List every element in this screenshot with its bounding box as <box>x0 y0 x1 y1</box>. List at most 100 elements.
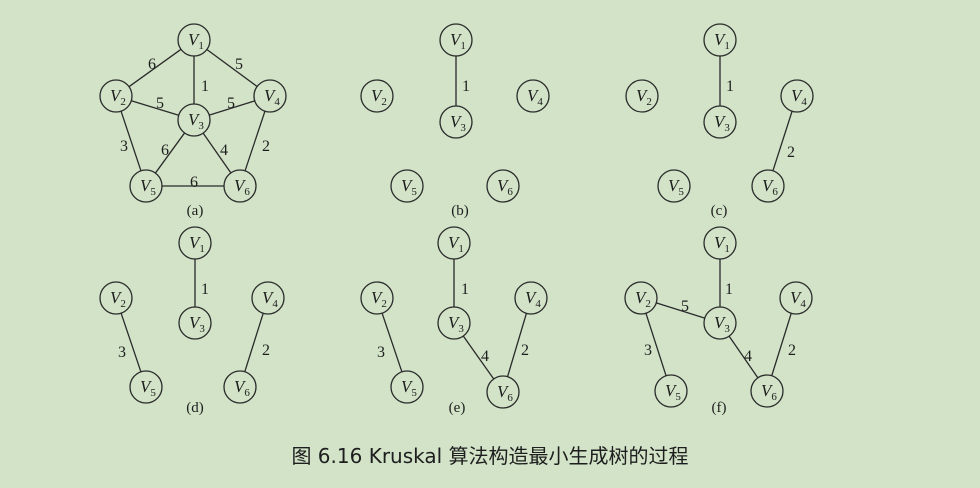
edge-weight: 1 <box>462 78 470 95</box>
node-v6: V6 <box>751 169 785 203</box>
node-circle <box>223 370 257 404</box>
node-label: V1 <box>714 233 730 255</box>
node-circle <box>437 226 471 260</box>
node-circle <box>253 79 287 113</box>
node-v3: V3 <box>437 306 471 340</box>
node-circle <box>703 23 737 57</box>
panel-label: (f) <box>712 400 727 416</box>
node-circle <box>703 306 737 340</box>
edge-weight: 5 <box>156 95 164 112</box>
edge-weight: 6 <box>148 56 156 73</box>
node-v3: V3 <box>703 306 737 340</box>
node-v2: V2 <box>360 281 394 315</box>
edge-v4-v6 <box>244 110 266 172</box>
edge-weight: 2 <box>262 138 270 155</box>
edge-weight: 1 <box>725 281 733 298</box>
edge-v2-v5 <box>120 312 142 373</box>
node-label: V5 <box>665 381 681 403</box>
node-v4: V4 <box>516 79 550 113</box>
edge-weight: 5 <box>235 56 243 73</box>
node-label: V2 <box>636 86 652 108</box>
edge-weight: 1 <box>201 281 209 298</box>
node-v5: V5 <box>390 169 424 203</box>
node-v1: V1 <box>703 226 737 260</box>
node-circle <box>624 281 658 315</box>
node-v4: V4 <box>779 281 813 315</box>
edge-v3-v6 <box>728 335 759 379</box>
node-label: V6 <box>234 176 250 198</box>
node-v6: V6 <box>486 375 520 409</box>
node-circle <box>223 169 257 203</box>
figure-caption: 图 6.16 Kruskal 算法构造最小生成树的过程 <box>291 444 689 468</box>
node-label: V2 <box>371 86 387 108</box>
node-v4: V4 <box>253 79 287 113</box>
panel-label: (c) <box>711 203 728 219</box>
node-label: V4 <box>791 86 807 108</box>
node-label: V2 <box>110 288 126 310</box>
node-v5: V5 <box>129 169 163 203</box>
node-v2: V2 <box>99 79 133 113</box>
edge-weight: 1 <box>461 281 469 298</box>
node-label: V5 <box>668 176 684 198</box>
edge-v4-v6 <box>506 313 528 377</box>
node-label: V4 <box>527 86 543 108</box>
node-v3: V3 <box>178 306 212 340</box>
node-v3: V3 <box>177 103 211 137</box>
edge-v2-v5 <box>645 313 667 376</box>
edge-weight: 1 <box>726 78 734 95</box>
edge-v3-v4 <box>209 100 255 116</box>
edge-v2-v5 <box>120 110 142 172</box>
node-label: V3 <box>188 110 204 132</box>
node-circle <box>703 226 737 260</box>
node-label: V2 <box>371 288 387 310</box>
edge-v3-v5 <box>154 132 186 174</box>
node-label: V2 <box>635 288 651 310</box>
node-label: V5 <box>140 377 156 399</box>
edge-weight: 4 <box>744 348 752 365</box>
panel-label: (b) <box>451 203 469 219</box>
node-circle <box>251 281 285 315</box>
node-v1: V1 <box>178 226 212 260</box>
node-label: V6 <box>234 377 250 399</box>
node-label: V3 <box>714 112 730 134</box>
node-label: V4 <box>790 288 806 310</box>
node-label: V2 <box>110 86 126 108</box>
node-label: V1 <box>188 30 204 52</box>
node-v2: V2 <box>624 281 658 315</box>
node-circle <box>177 103 211 137</box>
panel-label: (e) <box>449 400 466 416</box>
node-v6: V6 <box>486 169 520 203</box>
edge-v4-v6 <box>771 313 792 376</box>
node-circle <box>129 370 163 404</box>
node-v6: V6 <box>750 374 784 408</box>
node-circle <box>486 169 520 203</box>
node-label: V3 <box>189 313 205 335</box>
node-circle <box>360 281 394 315</box>
node-label: V6 <box>762 176 778 198</box>
edge-v1-v2 <box>128 48 182 88</box>
edge-weight: 1 <box>201 78 209 95</box>
edge-weight: 6 <box>161 142 169 159</box>
node-label: V5 <box>401 176 417 198</box>
node-v1: V1 <box>439 23 473 57</box>
node-v5: V5 <box>654 374 688 408</box>
node-label: V6 <box>761 381 777 403</box>
node-circle <box>177 23 211 57</box>
edge-v2-v3 <box>656 302 705 319</box>
node-v3: V3 <box>703 105 737 139</box>
node-circle <box>390 370 424 404</box>
node-circle <box>780 79 814 113</box>
node-circle <box>703 105 737 139</box>
edge-weight: 5 <box>227 95 235 112</box>
node-v4: V4 <box>780 79 814 113</box>
node-circle <box>625 79 659 113</box>
node-label: V1 <box>450 30 466 52</box>
node-circle <box>439 105 473 139</box>
node-circle <box>99 79 133 113</box>
node-v1: V1 <box>703 23 737 57</box>
